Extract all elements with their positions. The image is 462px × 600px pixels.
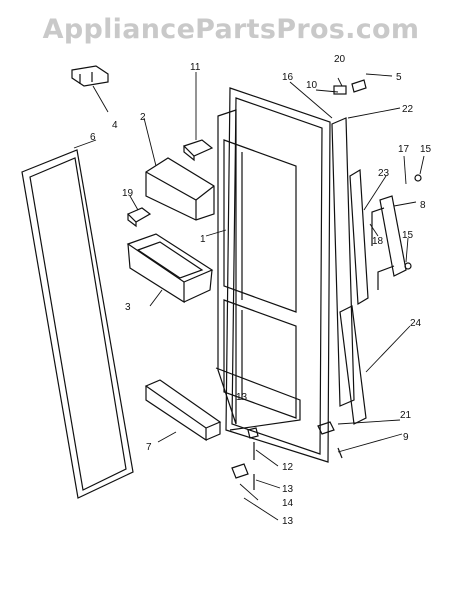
callout-9: 9 [403, 432, 409, 443]
leader-lines [73, 72, 425, 521]
callout-17: 17 [398, 144, 410, 155]
callout-19: 19 [122, 188, 134, 199]
callout-5: 5 [396, 72, 402, 83]
handle-plate-part [349, 168, 369, 306]
callout-20: 20 [334, 54, 346, 65]
handle-part [371, 195, 407, 290]
trim-strip-part [331, 117, 355, 407]
lower-trim-part [339, 305, 367, 425]
lower-bin-part [144, 379, 222, 442]
callout-2: 2 [140, 112, 146, 123]
clip-part [126, 207, 152, 228]
door-bin-part [126, 233, 214, 304]
callout-7: 7 [146, 442, 152, 453]
watermark: AppliancePartsPros.com [42, 14, 420, 45]
callout-22: 22 [402, 104, 414, 115]
callout-18: 18 [372, 236, 384, 247]
hardware-parts [231, 79, 422, 490]
callout-12: 12 [282, 462, 294, 473]
callout-13a: 13 [282, 484, 294, 495]
callout-11: 11 [190, 62, 201, 73]
callout-13c: 13 [236, 392, 248, 403]
shelf-tab-part [182, 139, 214, 162]
hinge-cap-part [71, 65, 109, 87]
dairy-cover-part [145, 157, 215, 221]
callout-14: 14 [282, 498, 294, 509]
callout-3: 3 [125, 302, 131, 313]
callout-10: 10 [306, 80, 318, 91]
callout-1: 1 [200, 234, 206, 245]
callout-16: 16 [282, 72, 294, 83]
callout-15b: 15 [402, 230, 414, 241]
callout-6: 6 [90, 132, 96, 143]
callout-23: 23 [378, 168, 390, 179]
door-assembly [215, 87, 331, 463]
callout-labels: 1 2 3 4 5 6 7 8 9 10 11 12 13 13 13 14 1… [90, 54, 432, 527]
callout-13b: 13 [282, 516, 294, 527]
callout-4: 4 [112, 120, 118, 131]
callout-21: 21 [400, 410, 412, 421]
door-gasket [21, 149, 134, 499]
callout-24: 24 [410, 318, 422, 329]
callout-15a: 15 [420, 144, 432, 155]
callout-8: 8 [420, 200, 426, 211]
